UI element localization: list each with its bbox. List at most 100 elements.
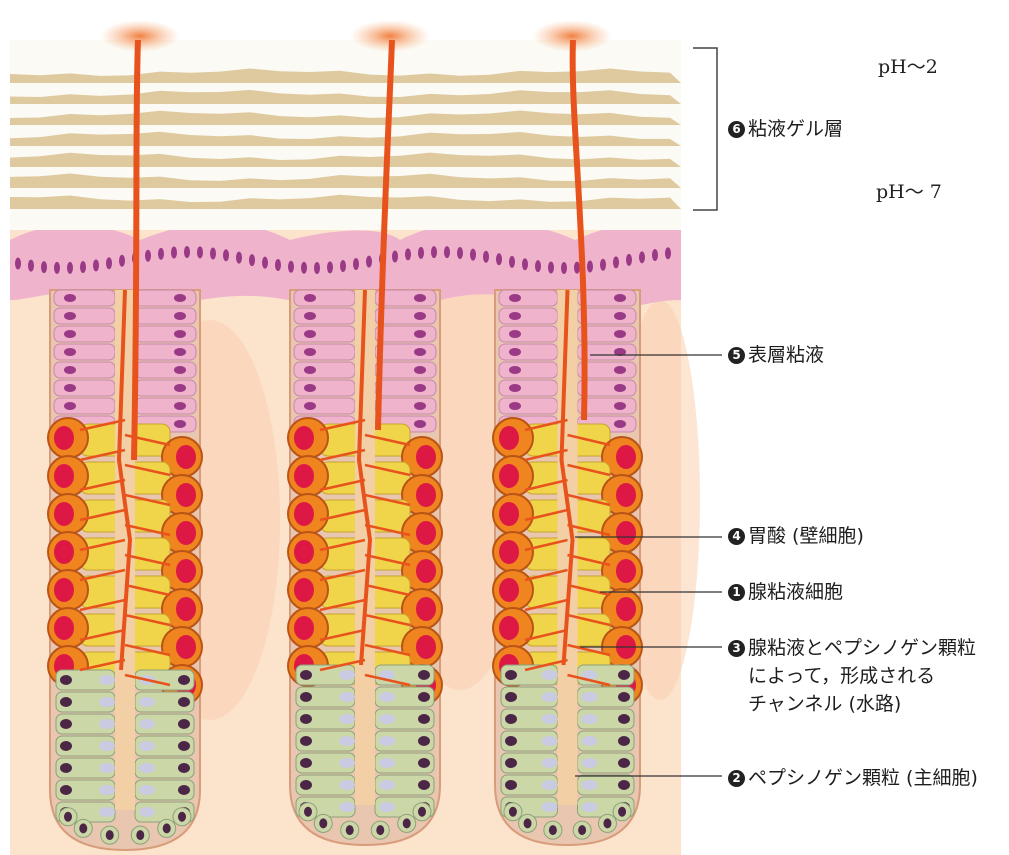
number-badge: 5 bbox=[728, 347, 745, 364]
parietal-nucleus bbox=[416, 559, 436, 583]
parietal-nucleus bbox=[294, 426, 314, 450]
surface-nucleus bbox=[496, 253, 502, 265]
parietal-nucleus bbox=[416, 445, 436, 469]
pepsinogen-granule bbox=[582, 736, 598, 746]
neck-cell bbox=[135, 362, 196, 378]
label-surface-mucus: 5表層粘液 bbox=[728, 343, 824, 367]
surface-nucleus bbox=[197, 246, 203, 258]
chief-nucleus bbox=[505, 714, 517, 724]
ph-top-label: pH〜2 bbox=[878, 52, 938, 79]
neck-nucleus bbox=[304, 402, 316, 410]
chief-nucleus bbox=[618, 758, 630, 768]
label-pepsinogen-granules: 2ペプシノゲン顆粒 (主細胞) bbox=[728, 766, 978, 790]
chief-nucleus bbox=[300, 758, 312, 768]
neck-cell bbox=[499, 290, 558, 306]
surface-nucleus bbox=[665, 247, 671, 259]
surface-nucleus bbox=[288, 261, 294, 273]
pepsinogen-granule bbox=[582, 714, 598, 724]
chief-nucleus bbox=[178, 697, 190, 707]
pepsinogen-granule bbox=[339, 714, 355, 724]
pepsinogen-granule bbox=[339, 802, 355, 812]
chief-nucleus bbox=[178, 741, 190, 751]
chief-nucleus bbox=[178, 719, 190, 729]
chief-nucleus bbox=[60, 697, 72, 707]
parietal-nucleus bbox=[416, 521, 436, 545]
parietal-nucleus bbox=[616, 483, 636, 507]
chief-nucleus bbox=[60, 741, 72, 751]
chief-nucleus bbox=[505, 736, 517, 746]
surface-nucleus bbox=[301, 262, 307, 274]
neck-nucleus bbox=[304, 348, 316, 356]
surface-nucleus bbox=[418, 247, 424, 259]
neck-nucleus bbox=[414, 402, 426, 410]
surface-nucleus bbox=[67, 262, 73, 274]
chief-nucleus bbox=[300, 736, 312, 746]
surface-nucleus bbox=[626, 254, 632, 266]
label-text: ペプシノゲン顆粒 (主細胞) bbox=[748, 767, 978, 789]
neck-nucleus bbox=[64, 384, 76, 392]
neck-cell bbox=[294, 308, 355, 324]
chief-nucleus bbox=[300, 780, 312, 790]
neck-cell bbox=[294, 362, 355, 378]
neck-nucleus bbox=[509, 330, 521, 338]
parietal-nucleus bbox=[616, 445, 636, 469]
neck-nucleus bbox=[304, 330, 316, 338]
parietal-nucleus bbox=[294, 464, 314, 488]
chief-nucleus bbox=[618, 692, 630, 702]
pepsinogen-granule bbox=[139, 741, 155, 751]
neck-nucleus bbox=[64, 294, 76, 302]
pepsinogen-granule bbox=[379, 736, 395, 746]
neck-cell bbox=[499, 362, 558, 378]
surface-nucleus bbox=[561, 262, 567, 274]
parietal-nucleus bbox=[176, 559, 196, 583]
surface-nucleus bbox=[262, 257, 268, 269]
chief-nucleus bbox=[60, 675, 72, 685]
neck-cell bbox=[375, 380, 436, 396]
chief-nucleus bbox=[376, 825, 384, 835]
chief-nucleus bbox=[618, 670, 630, 680]
label-gland-mucous-cell: 1腺粘液細胞 bbox=[728, 580, 843, 604]
chief-nucleus bbox=[618, 714, 630, 724]
neck-cell bbox=[135, 308, 196, 324]
surface-nucleus bbox=[431, 246, 437, 258]
chief-nucleus bbox=[418, 736, 430, 746]
surface-nucleus bbox=[106, 257, 112, 269]
chief-nucleus bbox=[505, 758, 517, 768]
neck-cell bbox=[294, 326, 355, 342]
neck-cell bbox=[135, 326, 196, 342]
neck-nucleus bbox=[174, 420, 186, 428]
chief-nucleus bbox=[418, 670, 430, 680]
pepsinogen-granule bbox=[99, 719, 115, 729]
neck-nucleus bbox=[174, 366, 186, 374]
neck-cell bbox=[499, 308, 558, 324]
parietal-nucleus bbox=[176, 445, 196, 469]
pepsinogen-granule bbox=[339, 670, 355, 680]
surface-nucleus bbox=[548, 261, 554, 273]
surface-nucleus bbox=[28, 260, 34, 272]
pepsinogen-granule bbox=[542, 802, 558, 812]
surface-nucleus bbox=[145, 250, 151, 262]
surface-nucleus bbox=[483, 251, 489, 263]
neck-nucleus bbox=[509, 402, 521, 410]
neck-nucleus bbox=[509, 366, 521, 374]
surface-nucleus bbox=[652, 249, 658, 261]
pepsinogen-granule bbox=[339, 758, 355, 768]
parietal-nucleus bbox=[176, 521, 196, 545]
pepsinogen-granule bbox=[542, 692, 558, 702]
surface-nucleus bbox=[639, 251, 645, 263]
gastric-gland bbox=[493, 290, 642, 845]
surface-nucleus bbox=[522, 258, 528, 270]
chief-nucleus bbox=[618, 736, 630, 746]
neck-nucleus bbox=[414, 348, 426, 356]
parietal-nucleus bbox=[616, 597, 636, 621]
pepsinogen-granule bbox=[99, 785, 115, 795]
chief-nucleus bbox=[163, 823, 171, 833]
parietal-nucleus bbox=[294, 616, 314, 640]
pepsinogen-granule bbox=[139, 697, 155, 707]
chief-nucleus bbox=[64, 812, 72, 822]
parietal-nucleus bbox=[54, 540, 74, 564]
chief-nucleus bbox=[178, 763, 190, 773]
pepsinogen-granule bbox=[542, 780, 558, 790]
parietal-nucleus bbox=[416, 483, 436, 507]
